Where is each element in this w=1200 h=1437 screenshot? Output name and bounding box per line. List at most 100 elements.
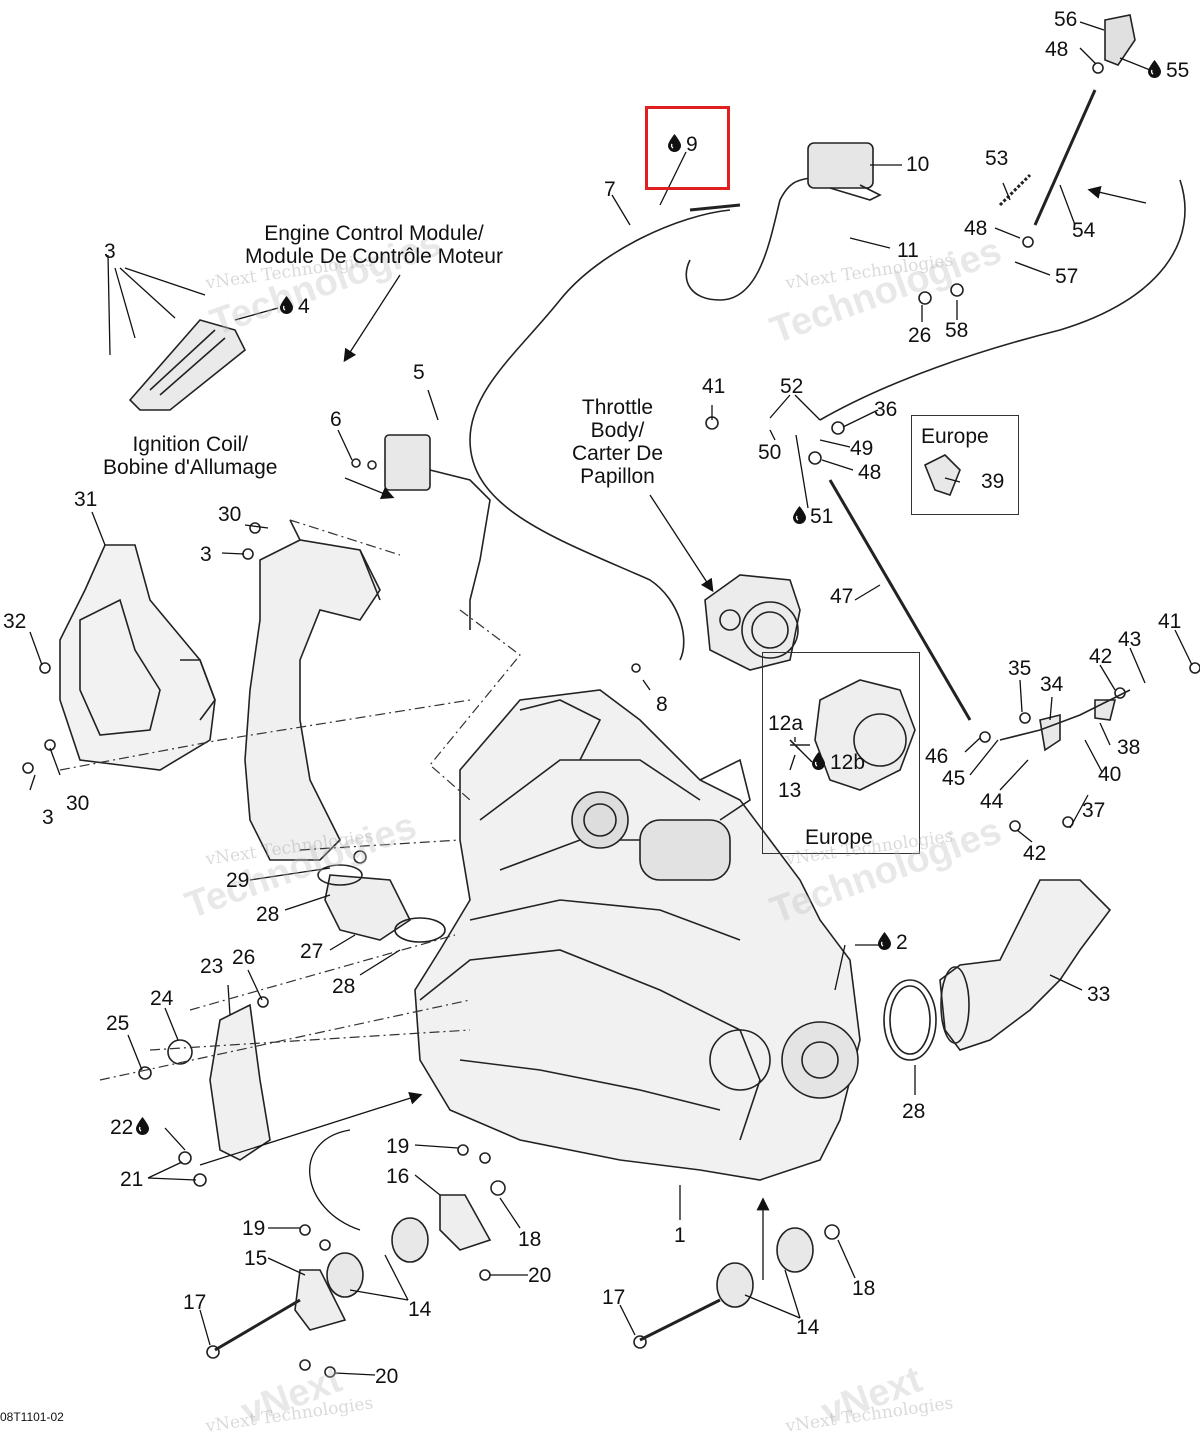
europe-box-12 <box>762 652 920 854</box>
oil-drop-icon <box>668 134 681 156</box>
highlight-box-part-9 <box>645 106 730 190</box>
rod-54 <box>1033 89 1097 226</box>
part-label: 52 <box>780 375 804 398</box>
part-label <box>793 506 806 528</box>
part-label: 29 <box>226 869 250 892</box>
part-label: 3 <box>104 240 116 263</box>
part-label: 56 <box>1054 8 1078 31</box>
part-label: 43 <box>1118 628 1142 651</box>
part-label: 14 <box>796 1316 820 1339</box>
part-label: 15 <box>244 1247 268 1270</box>
oil-drop-icon <box>793 506 806 528</box>
part-label: 24 <box>150 987 174 1010</box>
part-label: 48 <box>1045 38 1069 61</box>
part-label: 30 <box>218 503 242 526</box>
oil-drop-icon <box>878 932 891 954</box>
part-label <box>280 296 293 318</box>
part-label <box>878 932 891 954</box>
rod-47 <box>828 479 972 721</box>
part-label: 39 <box>981 470 1005 493</box>
part-label: 19 <box>386 1135 410 1158</box>
part-label: 5 <box>413 361 425 384</box>
part-label: 53 <box>985 147 1009 170</box>
part-label: 17 <box>183 1291 207 1314</box>
part-label: 35 <box>1008 657 1032 680</box>
part-label: 19 <box>242 1217 266 1240</box>
part-label: 36 <box>874 398 898 421</box>
part-label: 26 <box>232 946 256 969</box>
part-label: 48 <box>964 217 988 240</box>
part-label: 20 <box>375 1365 399 1388</box>
drawing-code: 08T1101-02 <box>0 1410 64 1424</box>
intake-duct <box>883 879 1112 1061</box>
part-label <box>812 752 825 774</box>
part-label: 46 <box>925 745 949 768</box>
part-label: 11 <box>897 239 919 262</box>
oil-drop-icon <box>280 296 293 318</box>
part-label: 2 <box>896 931 908 954</box>
part-label: 51 <box>810 505 834 528</box>
part-label: 42 <box>1089 645 1113 668</box>
cover-plate <box>59 544 216 771</box>
part-label: 47 <box>830 585 854 608</box>
caption-engine-control-module: Engine Control Module/ Module De Contrôl… <box>245 222 503 269</box>
part-label: 28 <box>902 1100 926 1123</box>
part-label: 54 <box>1072 219 1096 242</box>
part-label <box>1148 60 1161 82</box>
caption-throttle-body: Throttle Body/ Carter De Papillon <box>572 396 664 489</box>
part-label: 38 <box>1117 736 1141 759</box>
part-label: 30 <box>66 792 90 815</box>
part-label <box>668 134 681 156</box>
part-label: 34 <box>1040 673 1064 696</box>
part-label: 4 <box>298 295 310 318</box>
ignition-coil-part <box>384 434 491 630</box>
part-label: 32 <box>3 610 27 633</box>
air-duct-left <box>244 519 446 943</box>
part-label: 27 <box>300 940 324 963</box>
caption-europe: Europe <box>921 425 989 448</box>
oil-drop-icon <box>812 752 825 774</box>
part-label: 28 <box>256 903 280 926</box>
part-label: 42 <box>1023 842 1047 865</box>
part-label: 33 <box>1087 983 1111 1006</box>
throttle-body-part <box>704 574 801 671</box>
part-label: 31 <box>74 488 98 511</box>
cable-7 <box>469 209 731 661</box>
part-label: 18 <box>518 1228 542 1251</box>
part-label: 58 <box>945 319 969 342</box>
part-label: 3 <box>42 806 54 829</box>
ecm-part <box>128 319 247 411</box>
part-label: 44 <box>980 790 1004 813</box>
part-label: 49 <box>850 437 874 460</box>
caption-europe: Europe <box>805 826 873 849</box>
part-label: 6 <box>330 408 342 431</box>
part-label: 17 <box>602 1286 626 1309</box>
oil-drop-icon <box>1148 60 1161 82</box>
throttle-lever-part <box>807 142 882 201</box>
part-label: 55 <box>1166 59 1190 82</box>
part-label: 57 <box>1055 265 1079 288</box>
part-label: 7 <box>604 178 616 201</box>
part-label: 1 <box>674 1224 686 1247</box>
part-label: 40 <box>1098 763 1122 786</box>
part-label: 3 <box>200 543 212 566</box>
part-label: 14 <box>408 1298 432 1321</box>
part-label: 10 <box>906 153 930 176</box>
part-label: 20 <box>528 1264 552 1287</box>
part-label: 8 <box>656 693 668 716</box>
part-label: 41 <box>1158 610 1182 633</box>
engine-assembly <box>414 689 861 1181</box>
part-label: 26 <box>908 324 932 347</box>
part-label: 37 <box>1082 799 1106 822</box>
part-label: 50 <box>758 441 782 464</box>
part-label: 16 <box>386 1165 410 1188</box>
part-label: 9 <box>686 133 698 156</box>
part-label: 28 <box>332 975 356 998</box>
europe-throttle-inset <box>789 679 916 791</box>
part-label <box>136 1117 149 1139</box>
part-label: 12a <box>768 712 804 735</box>
bracket-23 <box>209 1003 271 1161</box>
caption-ignition-coil: Ignition Coil/ Bobine d'Allumage <box>103 433 278 480</box>
